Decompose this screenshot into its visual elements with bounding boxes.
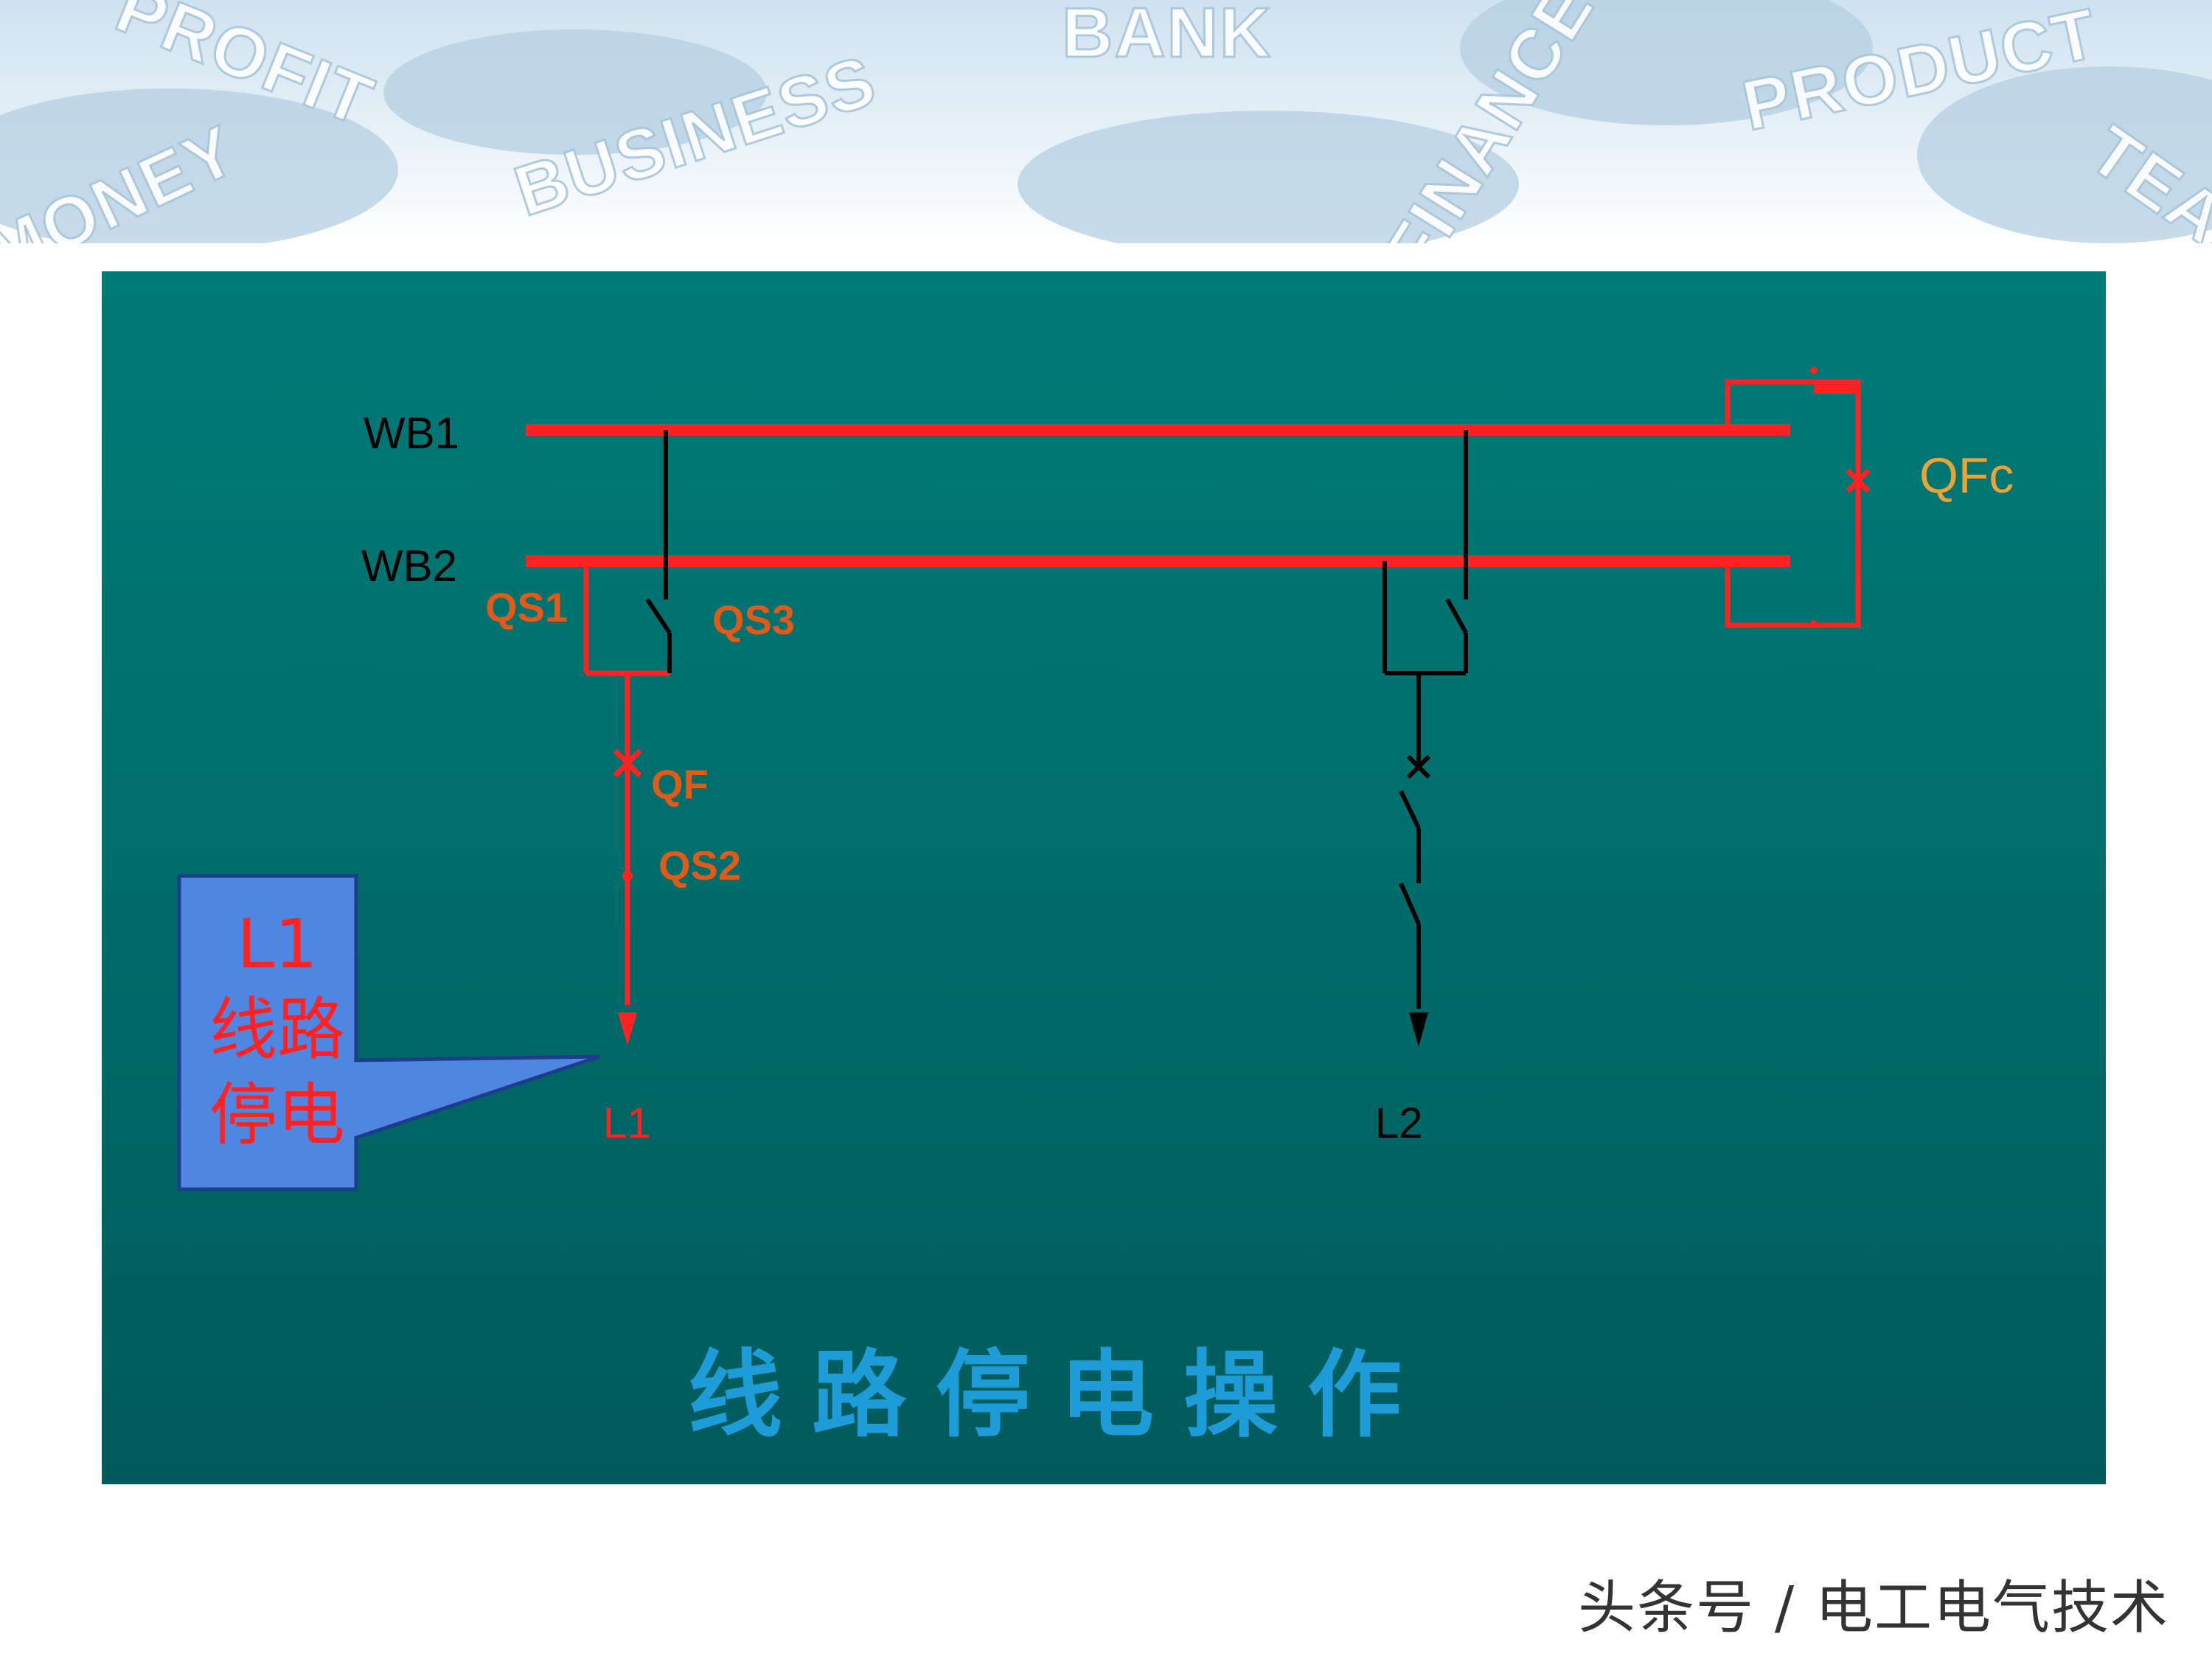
label-qf: QF (651, 761, 709, 807)
label-qs2: QS2 (658, 842, 741, 888)
feeder-l2 (1382, 430, 1468, 1047)
label-qs1: QS1 (485, 584, 568, 630)
label-wb2: WB2 (361, 541, 457, 591)
diagram-panel: WB1 WB2 QS1 QS3 QF QS2 QFc L1 L2 L1 线路 停… (102, 271, 2106, 1484)
label-qfc: QFc (1919, 448, 2014, 504)
switch-qs3 (645, 430, 672, 673)
label-qs3: QS3 (712, 597, 795, 643)
wiring-diagram: WB1 WB2 QS1 QS3 QF QS2 QFc L1 L2 (177, 366, 2014, 1192)
diagram-caption: 线路停电操作 (687, 1340, 1431, 1450)
background-banner: PROFIT BUSINESS BANK FINANCE PRODUCT MON… (0, 0, 2212, 243)
label-wb1: WB1 (364, 408, 459, 458)
callout-line-2: 线路 (209, 990, 345, 1069)
label-l1: L1 (603, 1099, 651, 1147)
feeder-l1 (583, 561, 669, 1046)
callout-text: L1 线路 停电 (189, 902, 366, 1158)
callout-line-3: 停电 (209, 1076, 345, 1155)
bus-coupler-qfc (1725, 366, 1871, 628)
callout-line-1: L1 (237, 905, 318, 984)
banner-word-bank: BANK (1060, 0, 1273, 74)
callout-box (177, 874, 600, 1192)
label-l2: L2 (1375, 1099, 1423, 1147)
source-watermark: 头条号 / 电工电气技术 (1578, 1575, 2169, 1641)
